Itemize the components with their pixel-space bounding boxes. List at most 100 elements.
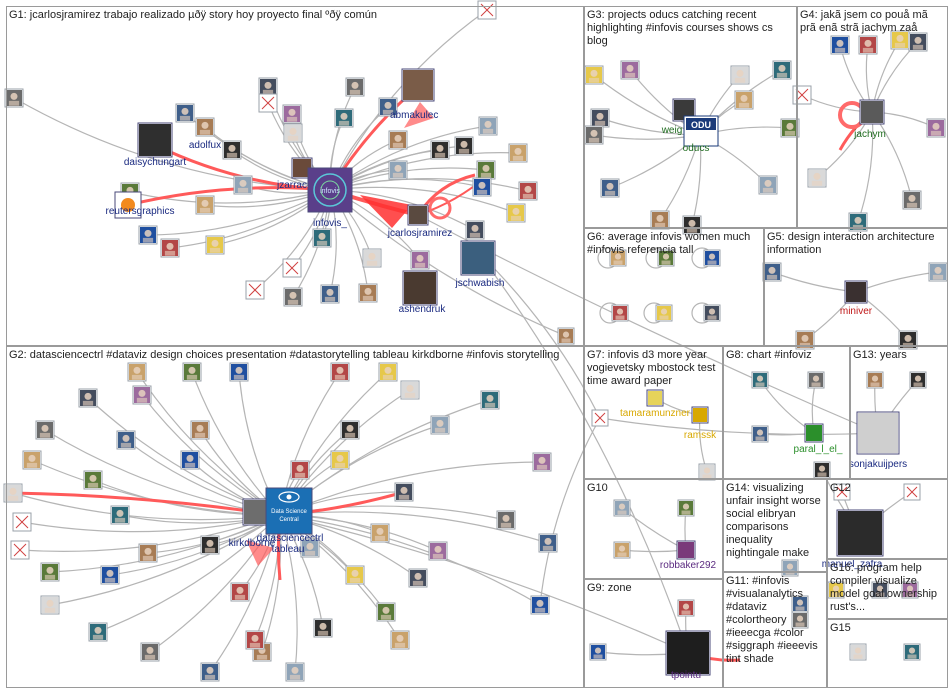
- node-avatar[interactable]: [300, 538, 320, 558]
- node-avatar[interactable]: [110, 505, 130, 525]
- node-avatar[interactable]: [195, 195, 215, 215]
- node-daisychungart[interactable]: [137, 122, 173, 158]
- node-avatar[interactable]: [345, 77, 365, 97]
- node-broken[interactable]: [282, 258, 302, 278]
- node-paral_l_el_[interactable]: [804, 423, 824, 443]
- node-miniver[interactable]: [844, 280, 868, 304]
- node-avatar[interactable]: [871, 581, 889, 599]
- node-robbaker292[interactable]: [676, 540, 696, 560]
- node-avatar[interactable]: [613, 541, 631, 559]
- node-avatar[interactable]: [245, 630, 265, 650]
- node-avatar[interactable]: [200, 535, 220, 555]
- node-avatar[interactable]: [584, 125, 604, 145]
- node-avatar[interactable]: [848, 212, 868, 232]
- node-avatar[interactable]: [313, 618, 333, 638]
- node-avatar[interactable]: [611, 304, 629, 322]
- node-avatar[interactable]: [362, 248, 382, 268]
- node-kirkdborne[interactable]: [242, 498, 270, 526]
- node-avatar[interactable]: [138, 543, 158, 563]
- node-avatar[interactable]: [78, 388, 98, 408]
- node-avatar[interactable]: [677, 599, 695, 617]
- node-avatar[interactable]: [791, 611, 809, 629]
- node-avatar[interactable]: [908, 32, 928, 52]
- node-jschwabish[interactable]: [460, 240, 496, 276]
- node-avatar[interactable]: [175, 103, 195, 123]
- node-avatar[interactable]: [22, 450, 42, 470]
- node-avatar[interactable]: [496, 510, 516, 530]
- node-avatar[interactable]: [807, 371, 825, 389]
- node-broken[interactable]: [833, 483, 851, 501]
- node-avatar[interactable]: [258, 77, 278, 97]
- node-avatar[interactable]: [394, 482, 414, 502]
- node-avatar[interactable]: [454, 136, 474, 156]
- node-avatar[interactable]: [827, 581, 845, 599]
- node-avatar[interactable]: [807, 168, 827, 188]
- node-avatar[interactable]: [530, 595, 550, 615]
- node-avatar[interactable]: [83, 470, 103, 490]
- node-avatar[interactable]: [285, 662, 305, 682]
- node-tpointu[interactable]: [665, 630, 711, 676]
- node-avatar[interactable]: [4, 88, 24, 108]
- node-avatar[interactable]: [682, 215, 702, 235]
- node-avatar[interactable]: [849, 643, 867, 661]
- node-avatar[interactable]: [3, 483, 23, 503]
- node-avatar[interactable]: [358, 283, 378, 303]
- node-manuel_zafra[interactable]: [836, 509, 884, 557]
- node-avatar[interactable]: [88, 622, 108, 642]
- node-avatar[interactable]: [751, 371, 769, 389]
- node-avatar[interactable]: [340, 420, 360, 440]
- node-avatar[interactable]: [655, 304, 673, 322]
- node-oducs[interactable]: ODU: [683, 115, 719, 147]
- node-broken[interactable]: [10, 540, 30, 560]
- node-avatar[interactable]: [205, 235, 225, 255]
- node-avatar[interactable]: [190, 420, 210, 440]
- node-avatar[interactable]: [410, 250, 430, 270]
- node-avatar[interactable]: [518, 181, 538, 201]
- node-avatar[interactable]: [140, 642, 160, 662]
- node-broken[interactable]: [903, 483, 921, 501]
- node-avatar[interactable]: [590, 108, 610, 128]
- node-avatar[interactable]: [290, 460, 310, 480]
- node-avatar[interactable]: [229, 362, 249, 382]
- node-avatar[interactable]: [390, 630, 410, 650]
- node-avatar[interactable]: [620, 60, 640, 80]
- node-avatar[interactable]: [370, 523, 390, 543]
- node-jachym[interactable]: [859, 99, 885, 125]
- node-avatar[interactable]: [480, 390, 500, 410]
- node-avatar[interactable]: [180, 450, 200, 470]
- node-avatar[interactable]: [40, 562, 60, 582]
- node-avatar[interactable]: [734, 90, 754, 110]
- node-avatar[interactable]: [283, 123, 303, 143]
- node-avatar[interactable]: [557, 327, 575, 345]
- node-avatar[interactable]: [703, 249, 721, 267]
- node-infovis_[interactable]: infovis: [307, 167, 353, 213]
- node-avatar[interactable]: [320, 284, 340, 304]
- node-avatar[interactable]: [428, 541, 448, 561]
- node-avatar[interactable]: [584, 65, 604, 85]
- node-avatar[interactable]: [538, 533, 558, 553]
- node-avatar[interactable]: [928, 262, 948, 282]
- node-avatar[interactable]: [40, 595, 60, 615]
- node-ashendruk[interactable]: [402, 270, 438, 306]
- node-avatar[interactable]: [589, 643, 607, 661]
- node-avatar[interactable]: [283, 287, 303, 307]
- node-avatar[interactable]: [830, 35, 850, 55]
- node-avatar[interactable]: [476, 160, 496, 180]
- node-broken[interactable]: [245, 280, 265, 300]
- node-avatar[interactable]: [465, 220, 485, 240]
- node-avatar[interactable]: [902, 190, 922, 210]
- node-avatar[interactable]: [600, 178, 620, 198]
- node-avatar[interactable]: [609, 249, 627, 267]
- node-avatar[interactable]: [100, 565, 120, 585]
- node-broken[interactable]: [591, 409, 609, 427]
- node-avatar[interactable]: [791, 595, 809, 613]
- node-avatar[interactable]: [388, 130, 408, 150]
- node-avatar[interactable]: [532, 452, 552, 472]
- node-avatar[interactable]: [282, 104, 302, 124]
- node-avatar[interactable]: [200, 662, 220, 682]
- node-avatar[interactable]: [901, 581, 919, 599]
- node-avatar[interactable]: [813, 461, 831, 479]
- node-avatar[interactable]: [472, 177, 492, 197]
- node-avatar[interactable]: [182, 362, 202, 382]
- node-avatar[interactable]: [230, 582, 250, 602]
